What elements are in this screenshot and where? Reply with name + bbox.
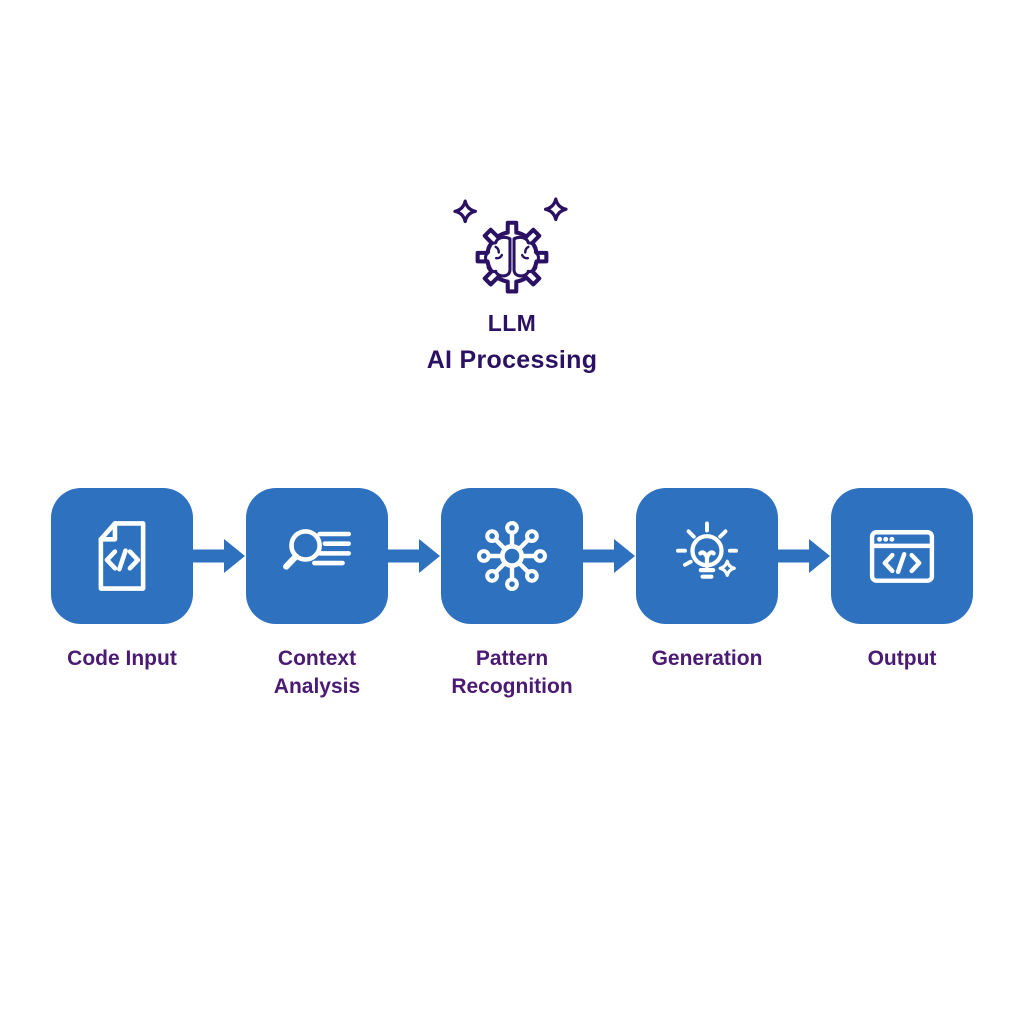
step-generation: Generation [636,488,778,673]
brain-icon [484,235,540,278]
step-label: Generation [651,647,763,670]
code-document-icon [98,521,146,591]
step-label: Context Analysis [273,647,361,698]
flow-arrow-icon [193,488,246,624]
flow-arrow-icon [583,488,636,624]
step-box [636,488,778,624]
lightbulb-idea-icon [676,521,738,579]
flow-arrow-icon [388,488,441,624]
search-analysis-icon [283,529,351,570]
header-title: LLM [487,310,537,336]
step-context-analysis: Context Analysis [246,488,388,701]
step-code-input: Code Input [51,488,193,673]
step-box [831,488,973,624]
pipeline-row: Code Input Context Analysis [0,488,1024,701]
step-output: Output [831,488,973,673]
step-label: Code Input [67,647,177,670]
step-label: Pattern Recognition [451,647,573,698]
step-label: Output [867,647,937,670]
gear-brain-icon [453,197,568,294]
gear-icon [475,220,549,294]
network-nodes-icon [476,520,548,592]
flow-arrow-icon [778,488,831,624]
step-box [246,488,388,624]
step-pattern-recognition: Pattern Recognition [441,488,583,701]
header: LLM AI Processing [0,194,1024,375]
step-box [51,488,193,624]
sparkle-icon [543,197,568,222]
header-subtitle: AI Processing [426,346,598,374]
step-box [441,488,583,624]
browser-code-icon [869,530,935,583]
sparkle-icon [453,199,477,224]
